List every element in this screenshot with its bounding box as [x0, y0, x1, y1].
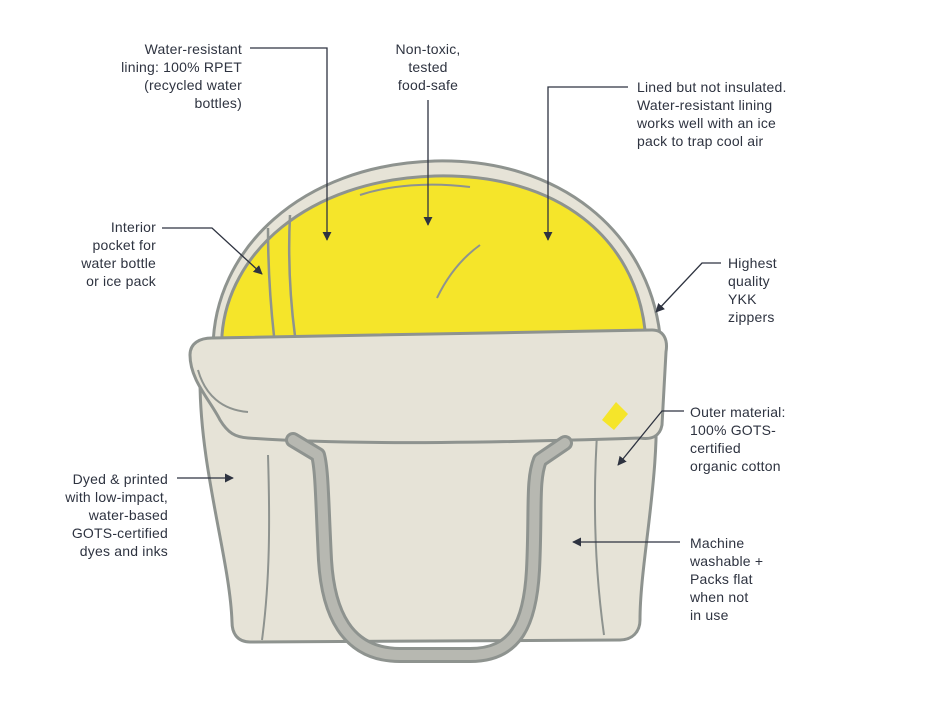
callout-foodsafe-line: Non-toxic,: [395, 41, 461, 57]
callout-lining-line: bottles): [194, 95, 242, 111]
callout-pocket-line: Interior: [110, 219, 156, 235]
callout-zippers-line: YKK: [728, 291, 757, 307]
callout-foodsafe-line: tested: [408, 59, 448, 75]
body-seam-left: [261, 454, 271, 641]
callout-dyes: Dyed & printed with low-impact, water-ba…: [35, 470, 168, 560]
callout-outer-line: certified: [690, 440, 741, 456]
leader-zippers: [655, 262, 721, 313]
leader-lining: [250, 47, 332, 241]
callout-dyes-line: GOTS-certified: [71, 525, 168, 541]
leader-insulation: [543, 86, 628, 241]
callout-outer-line: Outer material:: [690, 404, 786, 420]
callout-zippers: Highest quality YKK zippers: [728, 254, 828, 326]
callout-dyes-line: with low-impact,: [65, 489, 168, 505]
rim-fold-shadow: [197, 369, 249, 413]
callout-washable-line: when not: [690, 589, 749, 605]
callout-outer-line: 100% GOTS-: [690, 422, 777, 438]
callout-washable-line: Machine: [690, 535, 745, 551]
callout-lining-line: lining: 100% RPET: [121, 59, 242, 75]
callout-insulation-line: Lined but not insulated.: [637, 79, 787, 95]
callout-pocket-line: water bottle: [81, 255, 156, 271]
leader-outer: [617, 410, 684, 466]
callout-dyes-line: water-based: [88, 507, 168, 523]
callout-pocket-line: or ice pack: [86, 273, 156, 289]
callout-outer-line: organic cotton: [690, 458, 781, 474]
callout-foodsafe-line: food-safe: [397, 77, 459, 93]
callout-washable-line: Packs flat: [690, 571, 753, 587]
folded-rim: [188, 328, 668, 445]
callout-washable-line: in use: [690, 607, 729, 623]
callout-zippers-line: quality: [728, 273, 770, 289]
callout-lining: Water-resistant lining: 100% RPET (recyc…: [90, 40, 242, 112]
callout-dyes-line: dyes and inks: [79, 543, 168, 559]
callout-insulation: Lined but not insulated. Water-resistant…: [637, 78, 847, 150]
callout-lining-line: (recycled water: [144, 77, 242, 93]
callout-pocket-line: pocket for: [92, 237, 156, 253]
callout-insulation-line: Water-resistant lining: [637, 97, 773, 113]
callout-foodsafe: Non-toxic, tested food-safe: [368, 40, 488, 94]
callout-washable: Machine washable + Packs flat when not i…: [690, 534, 800, 624]
lining-crease-1: [359, 183, 471, 196]
callout-outer: Outer material: 100% GOTS- certified org…: [690, 403, 830, 475]
lining-crease-2: [436, 244, 481, 299]
callout-dyes-line: Dyed & printed: [72, 471, 168, 487]
leader-pocket: [162, 227, 263, 275]
callout-zippers-line: Highest: [728, 255, 777, 271]
strap-inner: [288, 435, 570, 660]
callout-washable-line: washable +: [690, 553, 764, 569]
callout-pocket: Interior pocket for water bottle or ice …: [40, 218, 156, 290]
yellow-label-tag: [602, 402, 628, 430]
callout-insulation-line: works well with an ice: [637, 115, 776, 131]
callout-insulation-line: pack to trap cool air: [637, 133, 764, 149]
body-seam-right: [593, 419, 605, 636]
callout-lining-line: Water-resistant: [144, 41, 242, 57]
callout-zippers-line: zippers: [728, 309, 775, 325]
interior-pocket: [266, 214, 297, 337]
